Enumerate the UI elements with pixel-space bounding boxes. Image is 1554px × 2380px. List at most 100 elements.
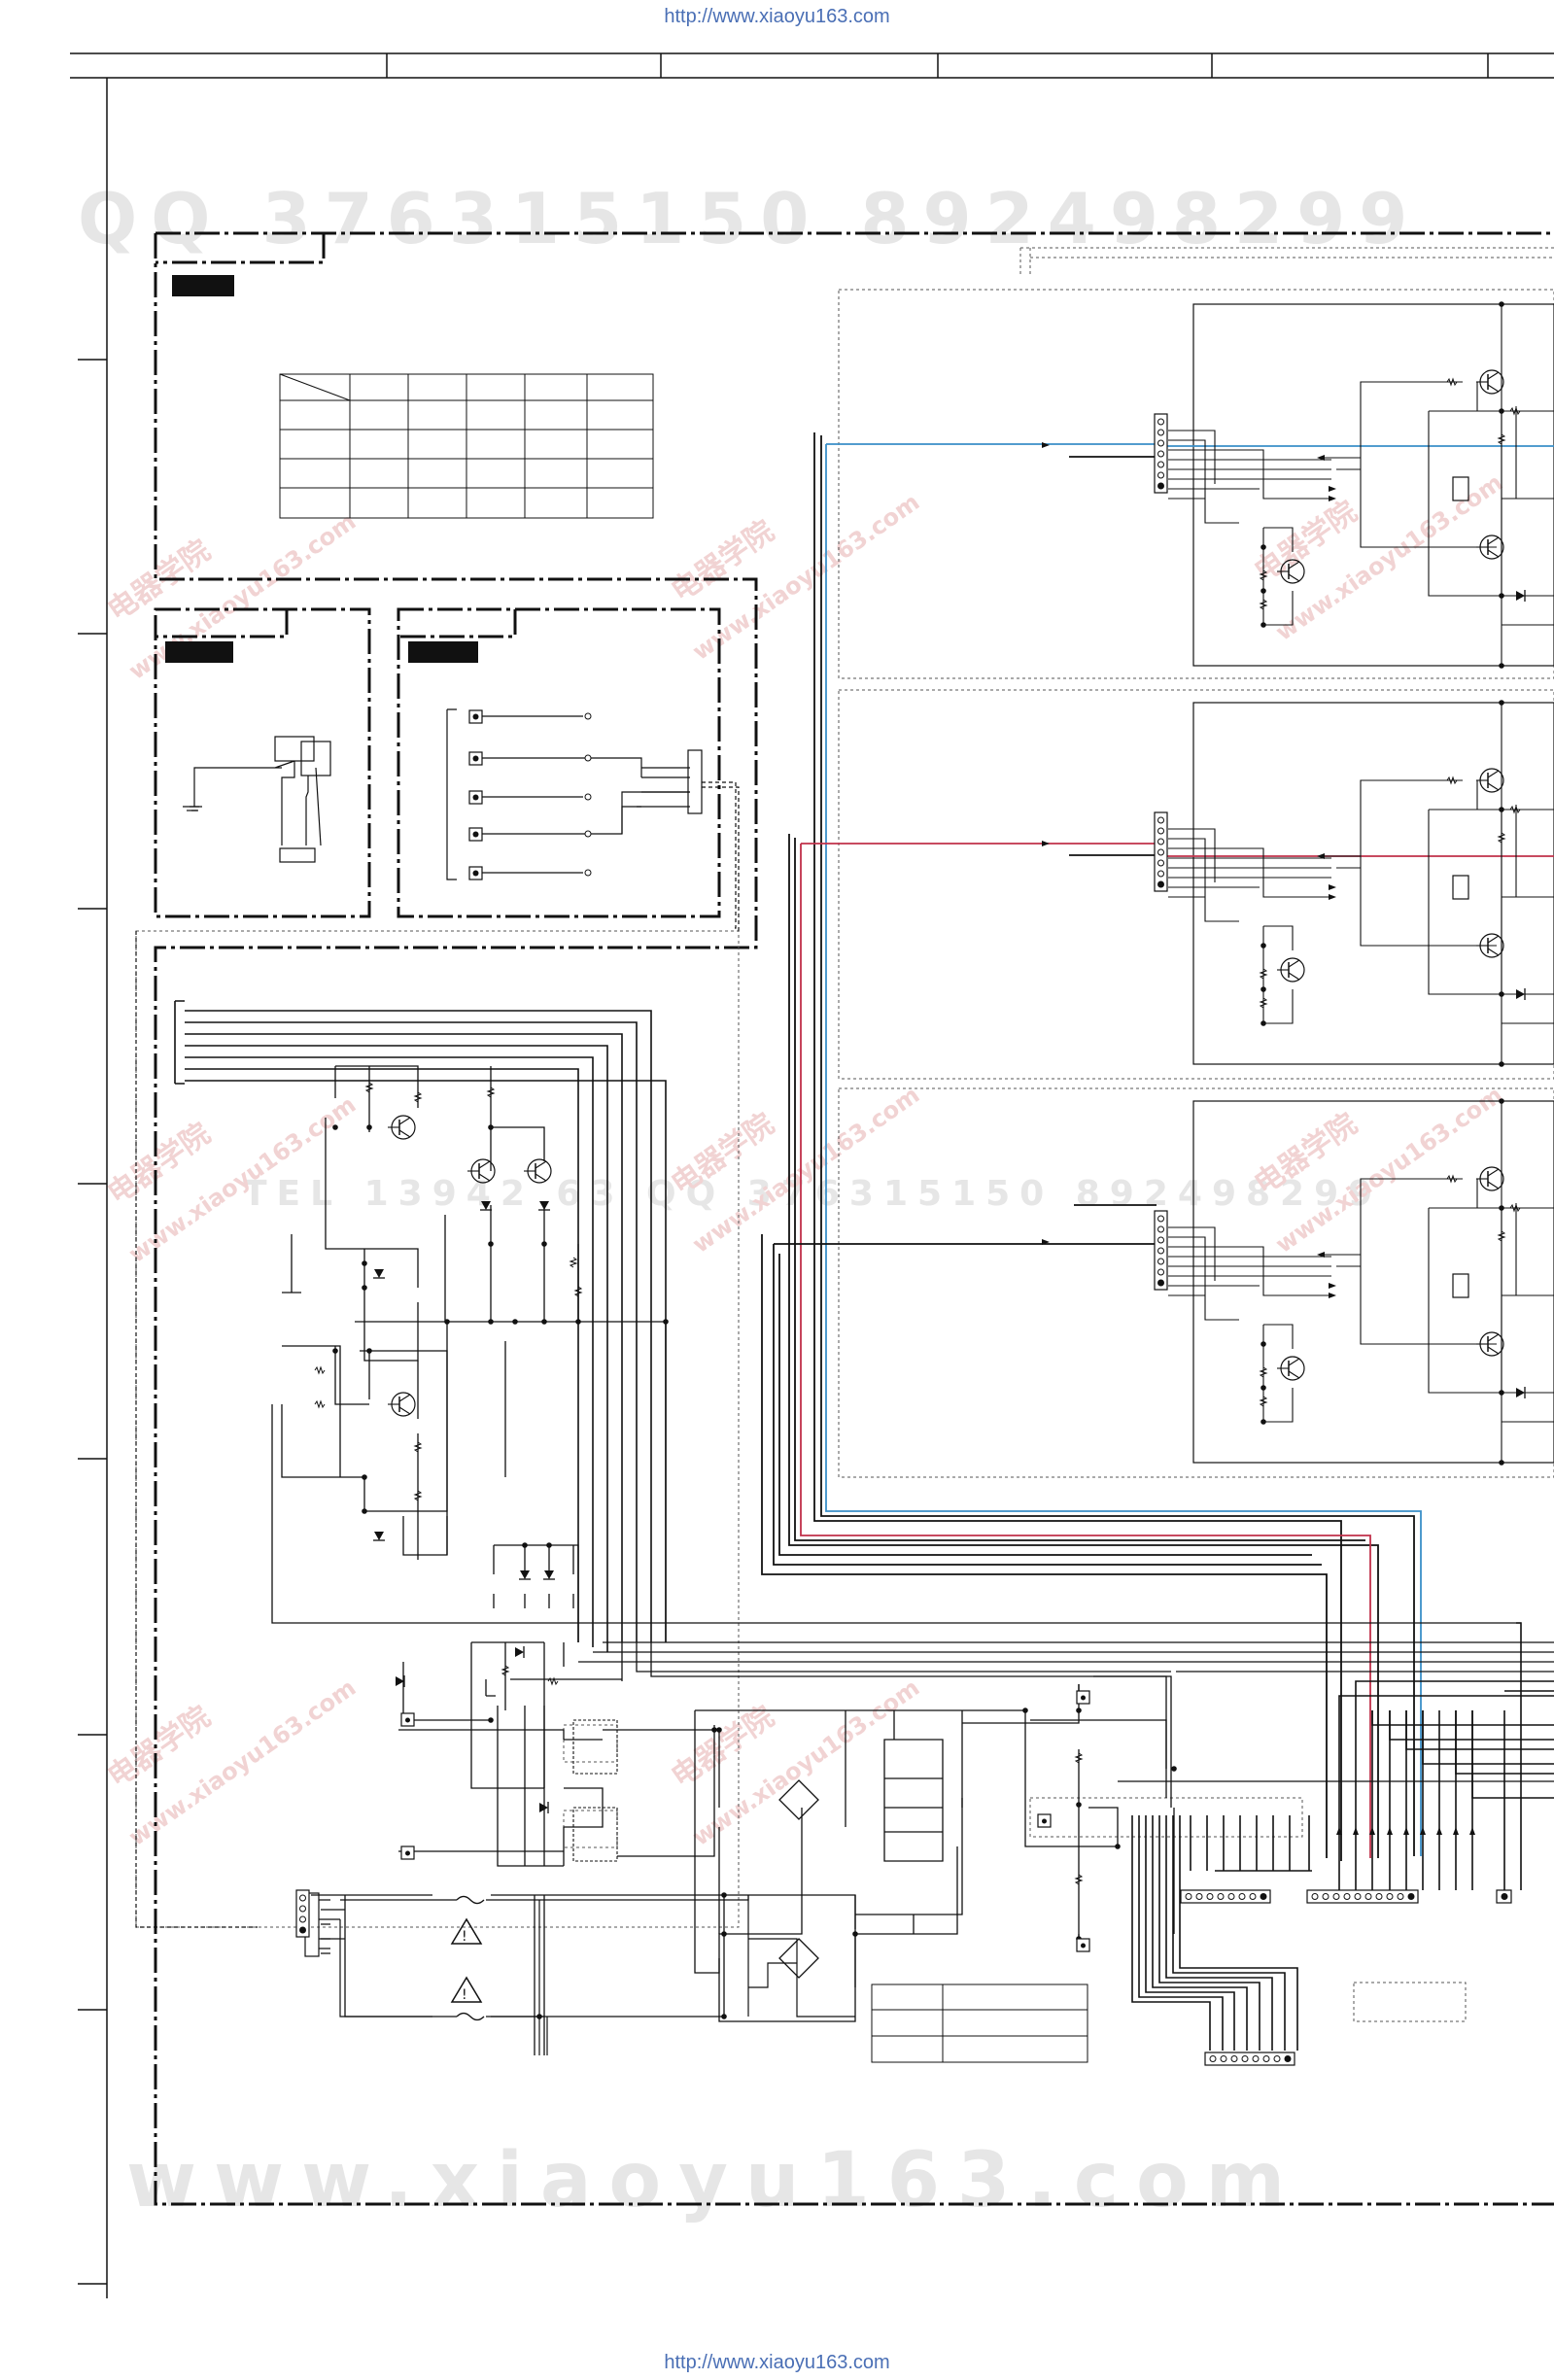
connector-icon xyxy=(1204,2052,1295,2066)
transistor-icon xyxy=(467,1158,496,1184)
junction-dot xyxy=(1260,986,1266,992)
resistor-icon xyxy=(1497,1230,1506,1242)
resistor-icon xyxy=(1074,1752,1084,1764)
resistor-icon xyxy=(1259,1396,1268,1407)
resistor-icon xyxy=(1509,1203,1521,1213)
connector-icon xyxy=(1154,1210,1168,1291)
switch-dot xyxy=(472,870,479,877)
amp-wiring xyxy=(1428,703,1554,1064)
diode-icon xyxy=(543,1570,555,1580)
junction-dot xyxy=(522,1542,528,1548)
svg-text:!: ! xyxy=(462,1987,467,2003)
dynamic-marks xyxy=(295,301,1526,2066)
junction-dot xyxy=(488,1717,494,1723)
arrow-icon xyxy=(1329,894,1336,900)
junction-dot xyxy=(1260,588,1266,594)
switch-contact xyxy=(584,712,592,720)
resistor-icon xyxy=(1259,997,1268,1009)
amp-wiring xyxy=(1262,1324,1294,1423)
arrow-icon xyxy=(1329,486,1336,492)
resistor-icon xyxy=(1074,1874,1084,1885)
bottom-table xyxy=(871,1983,1088,2063)
arrow-icon xyxy=(1369,1827,1375,1835)
svg-text:!: ! xyxy=(462,1929,467,1945)
junction-dot xyxy=(721,2014,727,2019)
arrow-icon xyxy=(1387,1827,1393,1835)
amp-wiring xyxy=(1168,430,1331,524)
switch-dot xyxy=(472,755,479,762)
switch-dot xyxy=(472,831,479,838)
amp-wiring xyxy=(1501,1203,1554,1423)
arrow-icon xyxy=(1317,853,1325,859)
junction-dot xyxy=(488,1124,494,1130)
resistor-icon xyxy=(1259,569,1268,581)
transistor-icon xyxy=(1277,1356,1305,1381)
junction-dot xyxy=(536,2014,542,2019)
amp-wiring xyxy=(1322,1178,1487,1345)
arrow-icon xyxy=(1317,1252,1325,1258)
arrow-icon xyxy=(1453,1827,1459,1835)
terminal-dot xyxy=(1081,1695,1086,1701)
warning-triangle-icon: ! xyxy=(450,1976,483,2003)
junction-dot xyxy=(721,1892,727,1898)
switch-contact xyxy=(584,793,592,801)
header-url[interactable]: http://www.xiaoyu163.com xyxy=(664,6,890,27)
amp-wiring xyxy=(1322,381,1487,548)
junction-dot xyxy=(362,1474,367,1480)
junction-dot xyxy=(541,1241,547,1247)
diode-icon xyxy=(1516,988,1526,1000)
diode-icon xyxy=(396,1675,405,1687)
resistor-icon xyxy=(1446,776,1458,785)
junction-dot xyxy=(1499,700,1504,706)
watermark-site: www.xiaoyu163.com xyxy=(126,2137,1302,2225)
resistor-icon xyxy=(364,1082,374,1093)
transistor-icon xyxy=(388,1392,416,1417)
amp-terminal xyxy=(1452,476,1469,501)
switch-panel xyxy=(135,708,740,1928)
junction-dot xyxy=(1171,1766,1177,1772)
transistor-icon xyxy=(1476,535,1504,560)
terminal-dot xyxy=(405,1717,410,1723)
resistor-icon xyxy=(1497,832,1506,844)
diode-icon xyxy=(539,1802,549,1813)
resistor-icon xyxy=(413,1091,423,1103)
junction-dot xyxy=(362,1508,367,1514)
diode-icon xyxy=(515,1646,525,1658)
terminal-dot xyxy=(1081,1943,1086,1949)
junction-dot xyxy=(488,1319,494,1325)
resistor-icon xyxy=(314,1365,326,1375)
junction-dot xyxy=(1499,408,1504,414)
footer-url[interactable]: http://www.xiaoyu163.com xyxy=(664,2352,890,2373)
junction-dot xyxy=(1499,1390,1504,1396)
resistor-icon xyxy=(1497,433,1506,445)
amp-wiring xyxy=(1428,1101,1554,1463)
page-ruler xyxy=(70,52,1554,2298)
resistor-icon xyxy=(1509,406,1521,416)
resistor-icon xyxy=(413,1490,423,1501)
arrow-icon xyxy=(1329,496,1336,501)
diode-icon xyxy=(1516,1387,1526,1398)
junction-dot xyxy=(1499,807,1504,812)
connector-icon xyxy=(1154,811,1168,892)
amp-terminal xyxy=(1452,1273,1469,1298)
arrow-icon xyxy=(1329,1293,1336,1298)
junction-dot xyxy=(444,1319,450,1325)
switch-dot xyxy=(472,713,479,720)
junction-dot xyxy=(1260,622,1266,628)
junction-dot xyxy=(1499,663,1504,669)
diode-icon xyxy=(373,1269,385,1279)
junction-dot xyxy=(332,1124,338,1130)
junction-dot xyxy=(332,1348,338,1354)
junction-dot xyxy=(1260,1020,1266,1026)
arrow-icon xyxy=(1329,884,1336,890)
arrow-icon xyxy=(1403,1827,1409,1835)
lower-power xyxy=(282,1234,1554,2055)
arrow-icon xyxy=(1329,1283,1336,1289)
resistor-icon xyxy=(1509,805,1521,814)
junction-dot xyxy=(1499,991,1504,997)
junction-dot xyxy=(1260,544,1266,550)
junction-dot xyxy=(1076,1802,1082,1808)
arrow-icon xyxy=(1042,1239,1050,1245)
arrow-icon xyxy=(1420,1827,1426,1835)
terminal-dot xyxy=(405,1850,410,1856)
